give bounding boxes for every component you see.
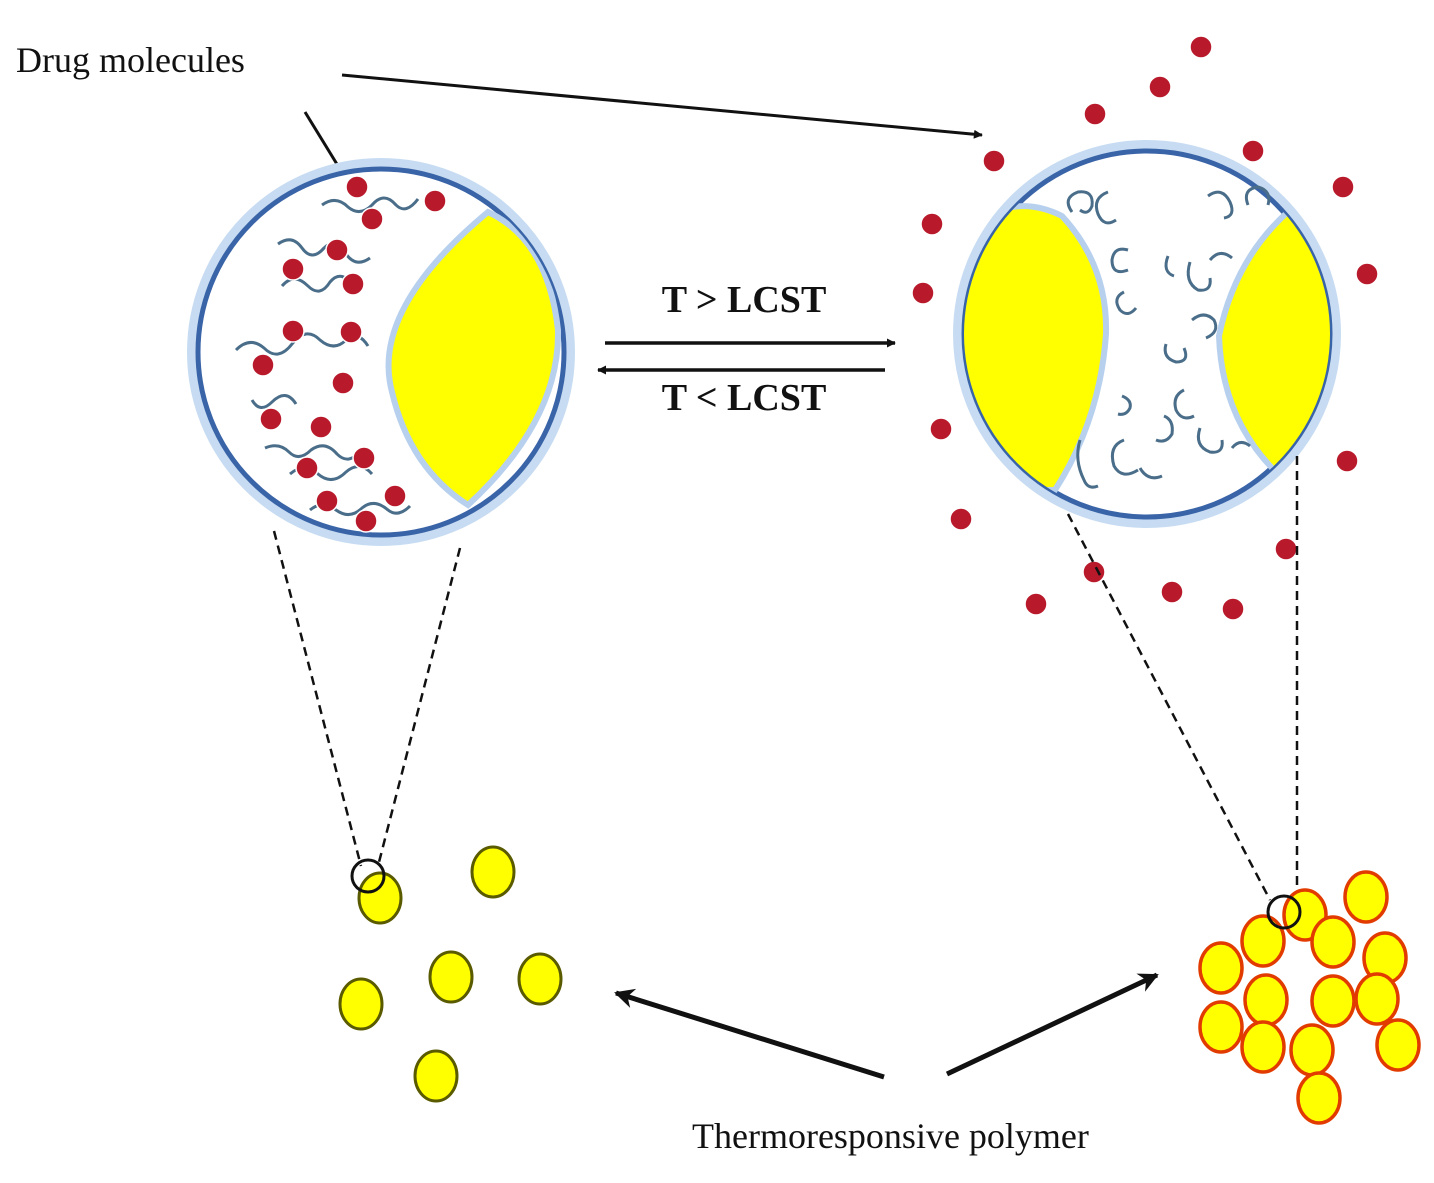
drug-pointer-arrow-right (341, 73, 983, 139)
zoom-lines (272, 456, 1299, 901)
core-yellow-left (385, 208, 562, 509)
core-yellow-right-a (964, 203, 1110, 493)
capsule-released (953, 140, 1341, 528)
polymer-beads-dispersed (338, 845, 563, 1103)
drug-molecules-label: Drug molecules (16, 40, 245, 80)
drug-molecules-released (911, 35, 1379, 621)
forward-condition-label: T > LCST (662, 279, 827, 321)
polymer-chains-collapsed (1066, 185, 1271, 489)
polymer-arrow-right (945, 972, 1159, 1077)
drug-molecules-inside (251, 175, 447, 533)
capsule-loaded (187, 158, 575, 546)
polymer-arrow-left (614, 988, 885, 1080)
polymer-beads-collapsed (1198, 870, 1421, 1125)
thermoresponsive-polymer-label: Thermoresponsive polymer (692, 1116, 1089, 1156)
zoom-circle-right (1266, 894, 1302, 930)
reverse-condition-label: T < LCST (662, 377, 827, 419)
zoom-circle-left (350, 858, 386, 894)
